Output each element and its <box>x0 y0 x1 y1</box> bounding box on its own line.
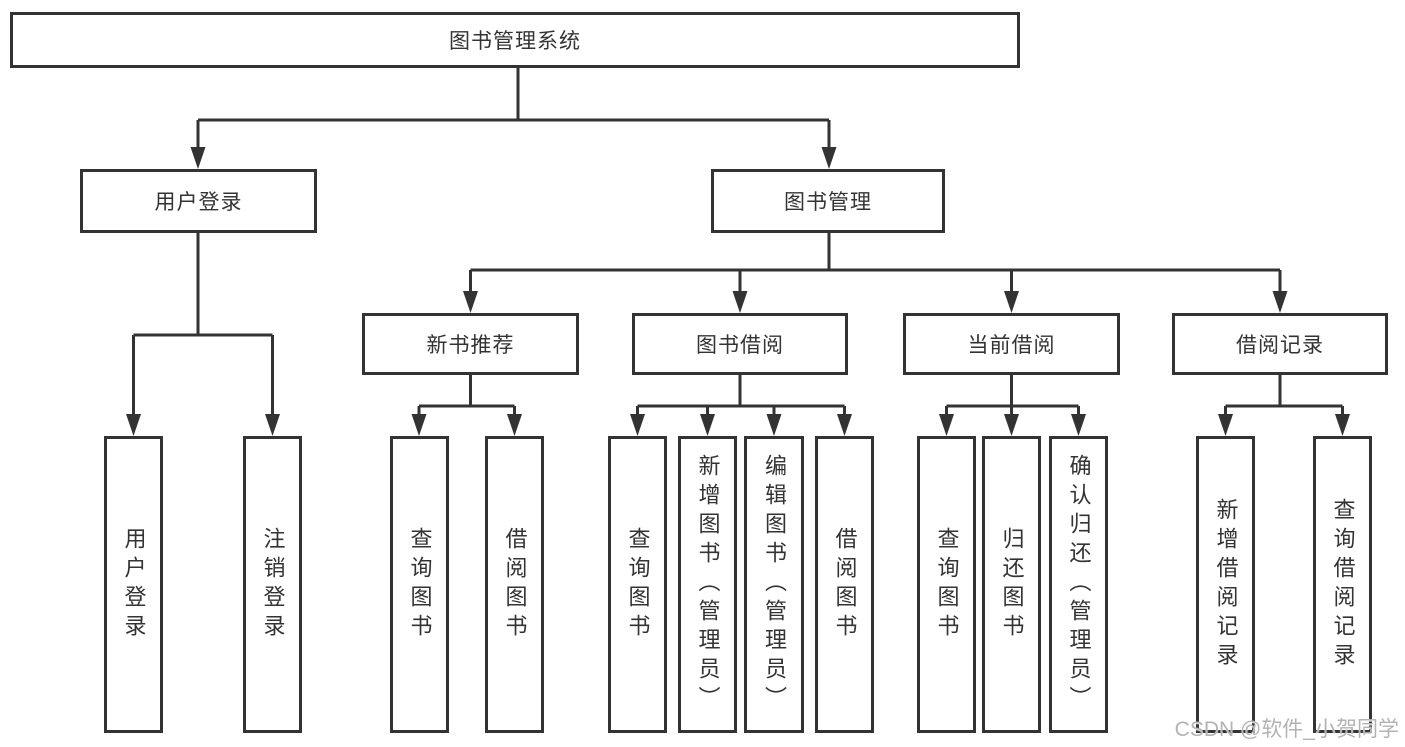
node-current-borrow: 当前借阅 <box>903 313 1120 375</box>
leaf-current-query-books: 查询图书 <box>917 436 976 733</box>
arrowheads <box>126 147 1350 436</box>
node-user-login: 用户登录 <box>80 169 317 233</box>
node-book-management: 图书管理 <box>711 169 945 233</box>
leaf-edit-books-admin: 编辑图书（管理员） <box>744 436 804 733</box>
leaf-add-books-admin: 新增图书（管理员） <box>678 436 737 733</box>
leaf-add-borrow-record: 新增借阅记录 <box>1196 436 1255 733</box>
node-borrow-records: 借阅记录 <box>1172 313 1388 375</box>
leaf-return-books: 归还图书 <box>982 436 1041 733</box>
csdn-watermark: CSDN @软件_小贺同学 <box>1174 718 1399 741</box>
node-new-book-recommend: 新书推荐 <box>362 313 579 375</box>
leaf-recommend-query-books: 查询图书 <box>390 436 449 733</box>
leaf-borrow-query-books: 查询图书 <box>608 436 667 733</box>
node-root: 图书管理系统 <box>10 12 1020 68</box>
leaf-user-login: 用户登录 <box>104 436 163 733</box>
leaf-borrow-books: 借阅图书 <box>815 436 874 733</box>
leaf-recommend-borrow-books: 借阅图书 <box>485 436 544 733</box>
node-book-borrow: 图书借阅 <box>632 313 848 375</box>
leaf-logout: 注销登录 <box>243 436 302 733</box>
leaf-confirm-return-admin: 确认归还（管理员） <box>1049 436 1108 733</box>
leaf-query-borrow-record: 查询借阅记录 <box>1313 436 1372 733</box>
